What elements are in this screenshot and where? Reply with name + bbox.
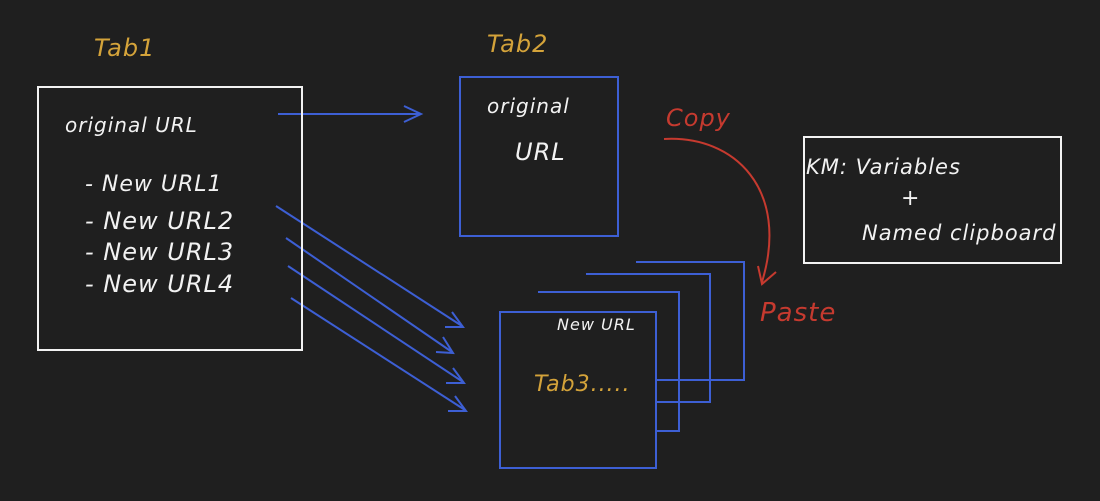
arrow-new-url1-to-tab3: [275, 205, 465, 328]
km-note-line3: Named clipboard: [862, 221, 1057, 245]
tab1-original-url: original URL: [65, 113, 198, 137]
tab1-title: Tab1: [94, 34, 156, 62]
tab3-new-url: New URL: [557, 315, 636, 334]
tab3-stack-back-3: [636, 261, 745, 381]
tab2-url-text: URL: [515, 138, 566, 166]
tab3-box: [499, 311, 657, 469]
copy-label: Copy: [666, 104, 731, 132]
paste-label: Paste: [760, 298, 837, 328]
tab2-original-text: original: [487, 94, 570, 118]
km-note-line1: KM: Variables: [806, 155, 961, 179]
tab1-new-url-2: - New URL2: [85, 207, 235, 235]
copy-paste-arrow: [663, 137, 777, 286]
tab3-title: Tab3.....: [534, 372, 631, 397]
arrow-new-url3-to-tab3: [287, 265, 466, 384]
km-note-box: [803, 136, 1062, 264]
tab2-title: Tab2: [487, 30, 549, 58]
arrow-new-url2-to-tab3: [285, 237, 455, 355]
arrow-new-url4-to-tab3: [290, 297, 468, 412]
tab2-box: [459, 76, 619, 237]
tab1-new-url-1: - New URL1: [85, 172, 223, 197]
tab1-box: [37, 86, 303, 351]
tab1-new-url-3: - New URL3: [85, 238, 235, 266]
tab1-new-url-4: - New URL4: [85, 270, 235, 298]
km-note-plus: +: [901, 186, 921, 211]
